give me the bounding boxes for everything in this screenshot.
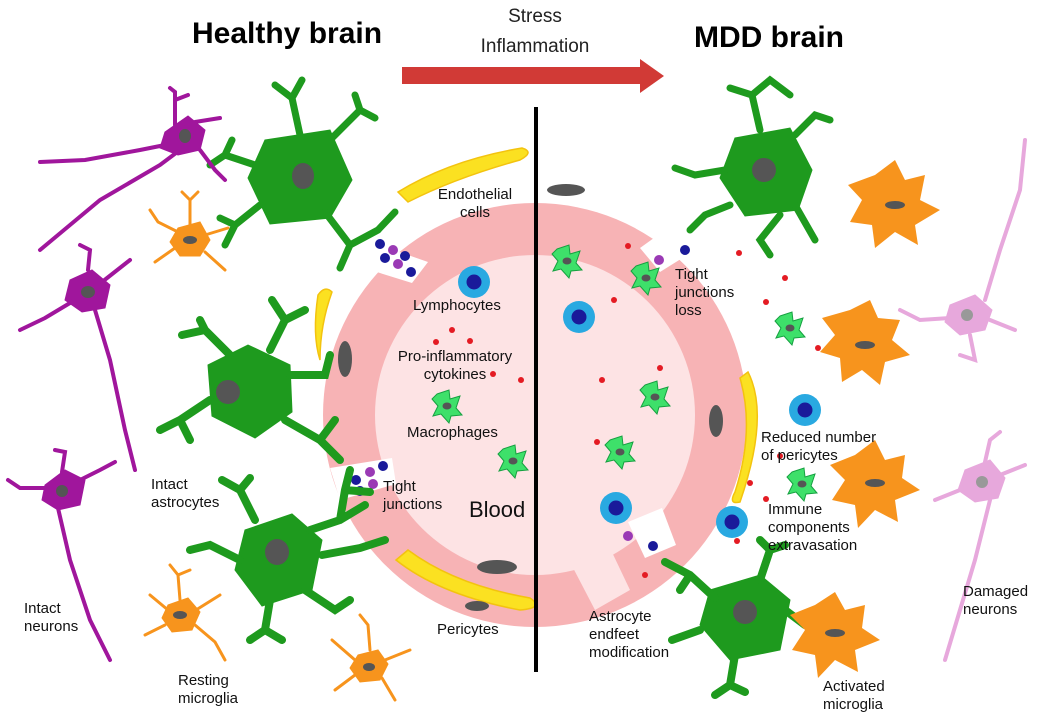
activated-microglia-label: Activated microglia xyxy=(823,678,885,713)
inflammation-label: Inflammation xyxy=(480,36,590,57)
tj-loss-label: Tight junctions loss xyxy=(675,266,735,319)
intact-neurons-label: Intact neurons xyxy=(24,600,79,635)
pericytes xyxy=(314,147,759,611)
microglia-activated xyxy=(790,160,940,678)
blood-label: Blood xyxy=(469,497,526,522)
cytokines xyxy=(433,243,821,578)
microglia-resting xyxy=(143,190,412,702)
tight-junctions-label: Tight junctions xyxy=(383,478,443,513)
stress-label: Stress xyxy=(508,6,562,27)
transition-arrow xyxy=(402,59,664,93)
macrophages-label: Macrophages xyxy=(407,424,498,441)
intact-astrocytes-label: Intact astrocytes xyxy=(151,476,220,511)
endothelial-label: Endothelial cells xyxy=(437,186,513,221)
resting-microglia-label: Resting microglia xyxy=(178,672,239,707)
pericytes-label: Pericytes xyxy=(437,621,499,638)
neurons-intact xyxy=(6,86,227,662)
lymphocytes-label: Lymphocytes xyxy=(413,297,501,314)
damaged-neurons-label: Damaged neurons xyxy=(963,583,1029,618)
mdd-brain-title: MDD brain xyxy=(694,21,844,54)
neurons-damaged xyxy=(898,138,1027,662)
reduced-pericytes-label: Reduced number of pericytes xyxy=(761,429,877,464)
endfeet-label: Astrocyte endfeet modification xyxy=(589,608,670,661)
healthy-brain-title: Healthy brain xyxy=(192,17,383,50)
cytokines-label: Pro-inflammatory cytokines xyxy=(397,348,513,383)
astrocytes-healthy xyxy=(156,76,399,644)
immune-extravasation-label: Immune components extravasation xyxy=(768,501,858,554)
astrocytes-mdd xyxy=(661,75,834,699)
